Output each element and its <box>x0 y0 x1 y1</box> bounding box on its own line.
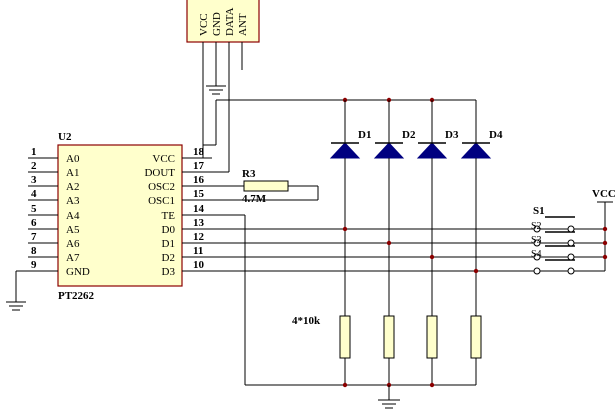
pin-num: 13 <box>193 217 205 229</box>
diode-d4-label: D4 <box>489 129 503 141</box>
pin-num: 11 <box>193 245 203 257</box>
pin-name: A2 <box>66 181 79 193</box>
pin-name: A6 <box>66 238 80 250</box>
diode-array: D1 D2 D3 D4 <box>329 100 503 316</box>
pin-name: GND <box>66 266 90 278</box>
chip-right-pins: 18 17 16 15 14 13 12 11 10 VCC DOUT OSC2… <box>144 146 212 278</box>
pin-name: A7 <box>66 252 80 264</box>
pt2262-chip: U2 PT2262 1 2 3 4 5 6 7 8 9 A0 A1 A2 A3 <box>6 131 212 311</box>
diode-d3-icon <box>416 142 448 159</box>
chip-ref: U2 <box>58 131 72 143</box>
pin-num: 5 <box>31 203 37 215</box>
pin-num: 16 <box>193 174 205 186</box>
pin-name: A3 <box>66 195 80 207</box>
bottom-ground <box>245 382 476 409</box>
pin-num: 2 <box>31 160 37 172</box>
chip-ground <box>6 270 28 311</box>
pulldown-resistor <box>383 315 395 359</box>
osc-resistor: R3 4.7M <box>212 168 319 205</box>
pin-name: A4 <box>66 210 80 222</box>
pin-name: OSC2 <box>148 181 175 193</box>
diode-d2-label: D2 <box>402 129 416 141</box>
resistor-r3-ref: R3 <box>242 168 256 180</box>
rf-module-body <box>186 0 260 43</box>
pin-name: DOUT <box>144 167 175 179</box>
vcc-label: VCC <box>592 188 616 200</box>
resistor-r3 <box>243 180 289 192</box>
pin-num: 1 <box>31 146 37 158</box>
pin-num: 14 <box>193 203 205 215</box>
pulldown-resistor <box>470 315 482 359</box>
pin-num: 10 <box>193 259 205 271</box>
pin-name: D1 <box>162 238 175 250</box>
switch-s3-label: S3 <box>531 235 542 246</box>
chip-body <box>57 144 183 287</box>
diode-d4-icon <box>460 142 492 159</box>
pin-num: 8 <box>31 245 37 257</box>
pin-num: 9 <box>31 259 37 271</box>
diode-d2-icon <box>373 142 405 159</box>
pulldown-resistors: 4*10k <box>292 315 482 385</box>
pin-name: OSC1 <box>148 195 175 207</box>
rf-pin-data-label: DATA <box>224 7 236 36</box>
pulldown-label: 4*10k <box>292 315 321 327</box>
pin-num: 15 <box>193 188 205 200</box>
resistor-r3-value: 4.7M <box>242 193 267 205</box>
pin-name: TE <box>162 210 176 222</box>
diode-d1-icon <box>329 142 361 159</box>
pin-name: A5 <box>66 224 80 236</box>
pulldown-resistor <box>426 315 438 359</box>
pin-num: 4 <box>31 188 37 200</box>
rf-ground-symbol <box>206 85 226 95</box>
pin-num: 3 <box>31 174 37 186</box>
pin-name: VCC <box>152 153 175 165</box>
rf-pin-vcc-label: VCC <box>198 13 210 36</box>
switch-bank-ref: S1 <box>533 205 545 217</box>
diode-d1-label: D1 <box>358 129 371 141</box>
diode-top-bus <box>203 97 476 146</box>
pin-num: 17 <box>193 160 205 172</box>
data-lines <box>212 226 605 274</box>
pin-num: 12 <box>193 231 205 243</box>
pin-name: A1 <box>66 167 79 179</box>
pin-num: 7 <box>31 231 37 243</box>
pulldown-resistor <box>339 315 351 359</box>
switch-s2-label: S2 <box>531 221 542 232</box>
pin-name: D2 <box>162 252 175 264</box>
switch-s4-label: S4 <box>531 249 542 260</box>
rf-module: VCC GND DATA ANT <box>186 0 260 160</box>
diode-d3-label: D3 <box>445 129 459 141</box>
rf-pin-ant-label: ANT <box>237 13 249 36</box>
pin-num: 18 <box>193 146 205 158</box>
pin-name: D3 <box>162 266 176 278</box>
switch-bank: S1 S2 S3 S4 VCC <box>531 188 616 275</box>
chip-part: PT2262 <box>58 290 95 302</box>
chip-left-pins: 1 2 3 4 5 6 7 8 9 A0 A1 A2 A3 A4 A5 A6 A… <box>28 146 90 278</box>
pin-name: A0 <box>66 153 80 165</box>
pin-num: 6 <box>31 217 37 229</box>
pin-name: D0 <box>162 224 176 236</box>
rf-pin-gnd-label: GND <box>211 12 223 36</box>
